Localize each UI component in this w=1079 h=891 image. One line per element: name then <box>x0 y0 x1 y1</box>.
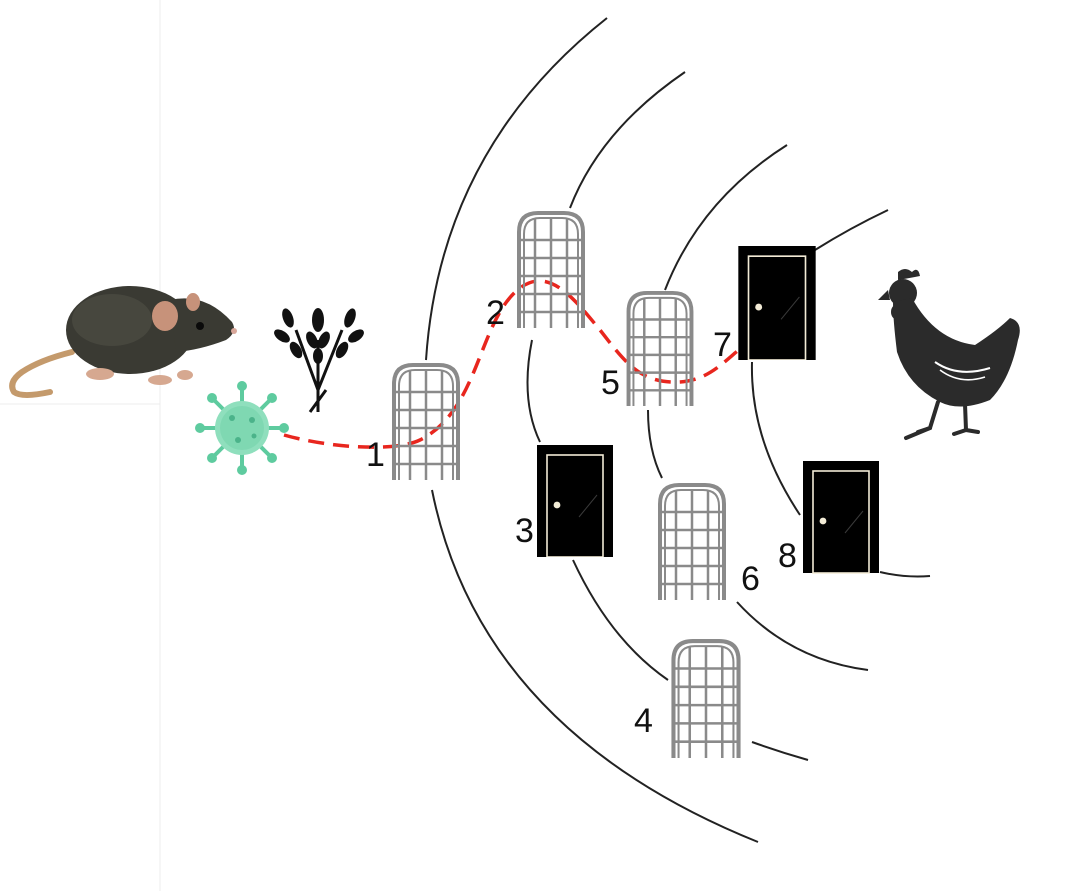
ring-arc-2c <box>573 560 668 680</box>
barrier-1-mesh-gate-icon <box>394 365 458 480</box>
chicken-icon <box>878 269 1020 438</box>
ring-arc-2b <box>528 340 541 442</box>
barrier-label-1: 1 <box>366 436 385 474</box>
barrier-2-mesh-gate-icon <box>519 213 583 328</box>
barrier-5-mesh-gate-icon <box>629 293 692 406</box>
barrier-label-2: 2 <box>486 294 505 332</box>
barrier-label-4: 4 <box>634 702 653 740</box>
ring-arc-4a <box>815 210 888 250</box>
barrier-label-8: 8 <box>778 537 797 575</box>
ring-arc-2d <box>752 742 808 760</box>
ring-arc-4b <box>752 362 800 515</box>
barrier-4-mesh-gate-icon <box>673 641 738 758</box>
ring-arc-2a <box>570 72 685 208</box>
barrier-7-door-icon <box>738 246 815 360</box>
barrier-3-door-icon <box>537 445 613 557</box>
ring-arc-4c <box>880 572 930 577</box>
wheat-icon <box>272 307 366 412</box>
ring-arc-3b <box>648 410 662 478</box>
barrier-label-7: 7 <box>713 326 732 364</box>
ring-arc-1a <box>426 18 607 360</box>
barrier-label-3: 3 <box>515 512 534 550</box>
ring-arc-3c <box>737 602 868 670</box>
rat-icon <box>12 286 237 395</box>
barrier-8-door-icon <box>803 461 879 573</box>
virus-icon <box>195 381 289 475</box>
barrier-label-6: 6 <box>741 560 760 598</box>
barrier-label-5: 5 <box>601 364 620 402</box>
barrier-6-mesh-gate-icon <box>660 485 724 600</box>
